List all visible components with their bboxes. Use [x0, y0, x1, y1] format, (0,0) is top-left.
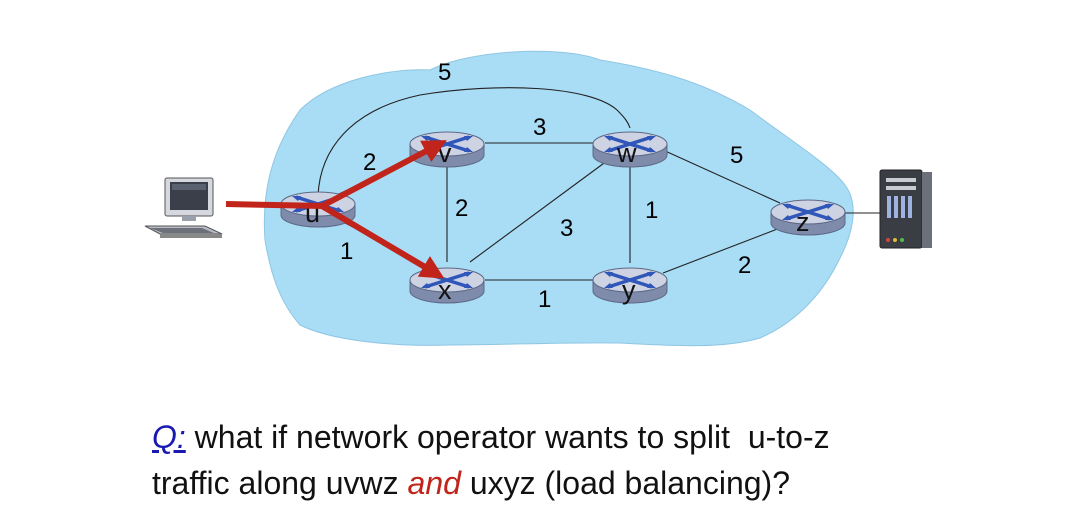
question-line-2-end: uxyz (load balancing)?: [460, 465, 790, 501]
weight-w-y: 1: [645, 197, 658, 224]
link-u-w: [317, 87, 631, 197]
weight-v-w: 3: [533, 114, 546, 141]
router-x: x: [408, 266, 486, 305]
question-text: Q: what if network operator wants to spl…: [152, 414, 1072, 506]
weight-u-v: 2: [363, 149, 376, 176]
traffic-paths: [225, 140, 447, 279]
router-z: z: [769, 198, 847, 237]
path-arrow-to-v: [225, 201, 326, 209]
router-label-z: z: [796, 207, 810, 237]
router-label-y: y: [622, 275, 636, 305]
router-v: v: [408, 130, 486, 168]
weight-v-x: 2: [455, 195, 468, 222]
router-label-u: u: [305, 198, 320, 228]
network-cloud: [263, 50, 854, 347]
weight-u-x: 1: [340, 238, 353, 265]
router-label-v: v: [438, 138, 452, 168]
link-x-w: [469, 154, 616, 263]
question-prefix: Q:: [152, 419, 186, 455]
path-arrow-u-v: [320, 140, 447, 209]
network-diagram: 5 2 1 3 2 3 1 1 5 2 u: [144, 50, 932, 347]
weight-y-z: 2: [738, 252, 751, 279]
weight-w-z: 5: [730, 142, 743, 169]
weight-x-y: 1: [538, 286, 551, 313]
link-w-z: [662, 149, 781, 204]
weight-u-w: 5: [438, 59, 451, 86]
router-label-w: w: [616, 138, 637, 168]
question-line-2-start: traffic along uvwz: [152, 465, 408, 501]
router-y: y: [591, 266, 669, 305]
question-line-1-text: what if network operator wants to split …: [194, 419, 830, 455]
question-line-1: Q: what if network operator wants to spl…: [152, 414, 1072, 460]
question-line-2: traffic along uvwz and uxyz (load balanc…: [152, 460, 1072, 506]
server-icon: [879, 169, 932, 249]
weight-x-w: 3: [560, 215, 573, 242]
router-w: w: [591, 130, 669, 168]
link-y-z: [662, 227, 781, 274]
desktop-computer-icon: [144, 177, 223, 238]
path-arrow-u-x: [320, 203, 445, 279]
question-emphasis: and: [407, 465, 461, 501]
router-label-x: x: [438, 275, 452, 305]
link-weights: 5 2 1 3 2 3 1 1 5 2: [340, 59, 751, 313]
